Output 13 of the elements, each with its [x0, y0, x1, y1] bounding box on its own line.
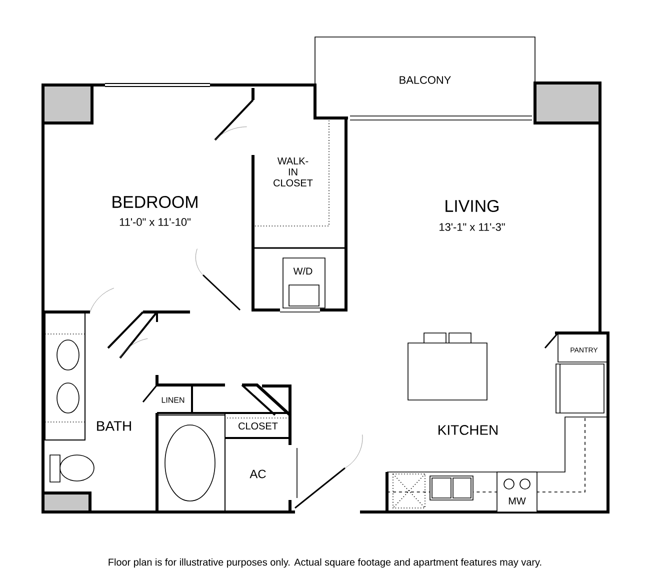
room-label: WALK-IN CLOSET — [274, 158, 313, 186]
room-label: BEDROOM — [112, 196, 198, 208]
room-label: BALCONY — [400, 76, 451, 84]
room-dimensions: 11'-0" x 11'-10" — [120, 218, 190, 226]
room-label: AC — [250, 470, 266, 478]
appliance-label: MW — [508, 498, 526, 504]
room-dimensions: 13'-1" x 11'-3" — [440, 223, 505, 231]
room-label: BATH — [97, 421, 131, 431]
appliance-label: W/D — [293, 267, 312, 275]
room-label: KITCHEN — [438, 425, 498, 435]
room-label: LIVING — [446, 200, 498, 212]
room-label: CLOSET — [238, 422, 278, 430]
caption: Floor plan is for illustrative purposes only. Actual square footage and apartment features may vary. — [108, 558, 542, 568]
